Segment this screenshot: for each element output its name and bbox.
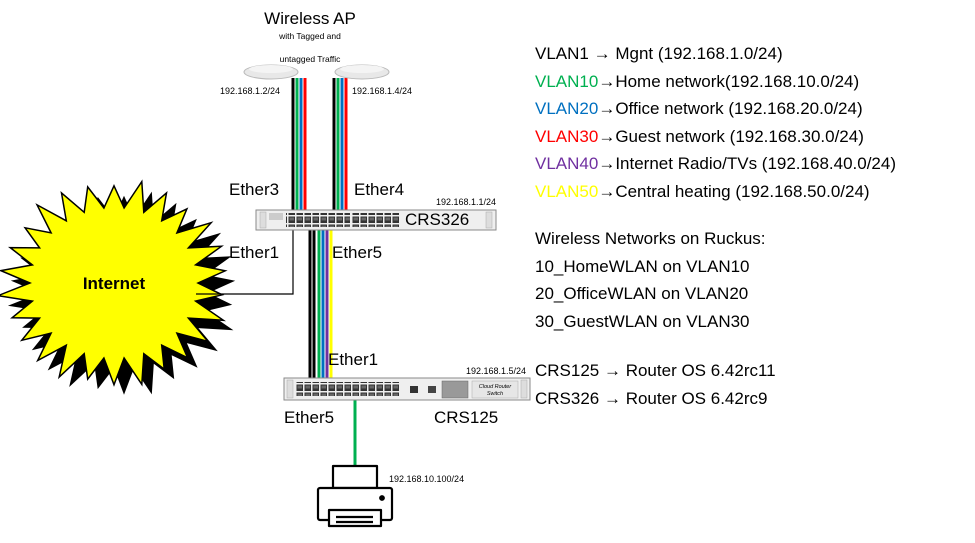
ap-left-cables <box>291 78 307 212</box>
vlan-row: VLAN40→Internet Radio/TVs (192.168.40.0/… <box>535 150 896 178</box>
arrow-icon: → <box>598 126 616 146</box>
vlan-description: Office network (192.168.20.0/24) <box>615 99 863 118</box>
crs326-ip: 192.168.1.1/24 <box>436 197 496 207</box>
wireless-heading: Wireless Networks on Ruckus: <box>535 229 766 248</box>
vlan-name: VLAN50 <box>535 181 599 201</box>
vlan-row: VLAN20→Office network (192.168.20.0/24) <box>535 95 896 123</box>
internet-label: Internet <box>83 274 146 293</box>
vlan-description: Guest network (192.168.30.0/24) <box>615 126 864 146</box>
arrow-icon: → <box>588 44 616 63</box>
internet-uplink <box>196 228 294 295</box>
arrow-icon: → <box>598 71 616 91</box>
wireless-item: 20_OfficeWLAN on VLAN20 <box>535 284 749 303</box>
vlan-description: Home network(192.168.10.0/24) <box>615 71 860 91</box>
printer-icon <box>316 464 394 528</box>
arrow-icon: → <box>598 181 616 201</box>
wireless-ap-left <box>243 64 299 80</box>
ap-subtitle-1: with Tagged and <box>278 31 341 41</box>
vlan-description: Internet Radio/TVs (192.168.40.0/24) <box>615 154 897 173</box>
crs125-ether1-label: Ether1 <box>328 350 378 369</box>
vlan-row: VLAN1 → Mgnt (192.168.1.0/24) <box>535 40 896 68</box>
crs326-switch <box>255 209 497 231</box>
vlan-list: VLAN1 → Mgnt (192.168.1.0/24)VLAN10→Home… <box>535 40 896 205</box>
crs326-ether1-label: Ether1 <box>229 243 279 262</box>
vlan-legend: VLAN1 → Mgnt (192.168.1.0/24)VLAN10→Home… <box>535 40 896 412</box>
crs125-ip: 192.168.1.5/24 <box>466 366 526 376</box>
wireless-item: 10_HomeWLAN on VLAN10 <box>535 256 750 276</box>
crs125-badge-2: Switch <box>487 391 503 397</box>
ap-right-ip: 192.168.1.4/24 <box>352 86 412 96</box>
vlan-row: VLAN10→Home network(192.168.10.0/24) <box>535 68 896 96</box>
vlan-name: VLAN40 <box>535 154 599 173</box>
wireless-item: 30_GuestWLAN on VLAN30 <box>535 311 750 331</box>
crs326-ether4-label: Ether4 <box>354 180 404 199</box>
crs125-badge-1: Cloud Router <box>479 384 513 390</box>
vlan-row: VLAN30→Guest network (192.168.30.0/24) <box>535 123 896 151</box>
crs125-ether5-label: Ether5 <box>284 408 334 427</box>
ap-right-cables <box>332 78 348 212</box>
internet-starburst <box>0 179 228 387</box>
vlan-description: Mgnt (192.168.1.0/24) <box>615 44 783 63</box>
crs326-ether5-label: Ether5 <box>332 243 382 262</box>
wireless-ap-right <box>334 64 390 80</box>
arrow-icon: → <box>598 154 616 173</box>
legend-spacer <box>535 205 896 225</box>
ap-left-ip: 192.168.1.2/24 <box>220 86 280 96</box>
vlan-name: VLAN1 <box>535 44 589 63</box>
arrow-icon: → <box>598 99 616 118</box>
ap-title: Wireless AP <box>264 9 356 28</box>
crs326-ether3-label: Ether3 <box>229 180 279 199</box>
vlan-name: VLAN20 <box>535 99 599 118</box>
printer-ip: 192.168.10.100/24 <box>389 474 464 484</box>
legend-spacer <box>535 335 896 357</box>
vlan-name: VLAN30 <box>535 126 599 146</box>
vlan-name: VLAN10 <box>535 71 599 91</box>
router-os-crs125: CRS125 → Router OS 6.42rc11 <box>535 361 776 380</box>
trunk-cables <box>308 230 333 380</box>
ap-subtitle-2: untagged Traffic <box>280 54 342 64</box>
vlan-description: Central heating (192.168.50.0/24) <box>615 181 870 201</box>
router-os-crs326: CRS326 → Router OS 6.42rc9 <box>535 388 768 408</box>
crs125-switch <box>283 377 531 401</box>
crs326-label: CRS326 <box>405 210 469 229</box>
vlan-row: VLAN50→Central heating (192.168.50.0/24) <box>535 178 896 206</box>
crs125-label: CRS125 <box>434 408 498 427</box>
